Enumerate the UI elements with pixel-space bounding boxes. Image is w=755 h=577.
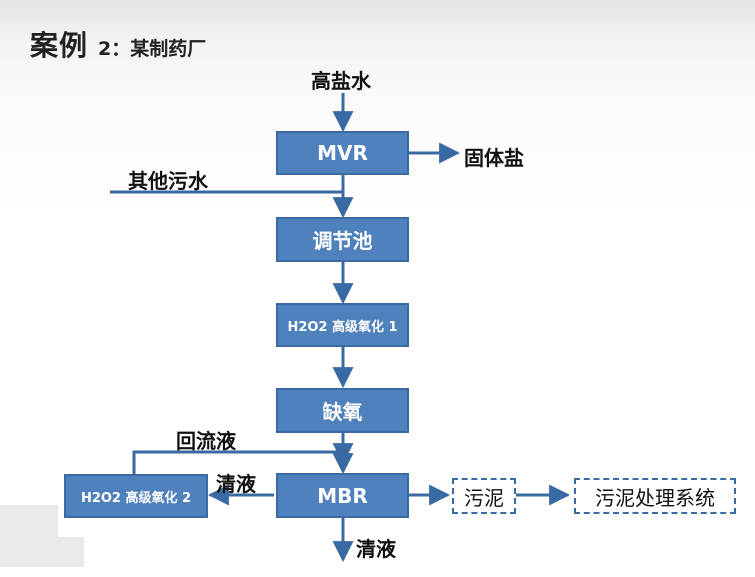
arrow-reflux-loop [132, 443, 354, 474]
node-h2o2-oxidation-1: H2O2 高级氧化 1 [276, 303, 409, 347]
node-anoxic: 缺氧 [276, 388, 409, 433]
node-equalization-tank: 调节池 [276, 217, 409, 262]
label-other-wastewater: 其他污水 [128, 169, 208, 193]
slide-subtitle: 2：某制药厂 [98, 38, 207, 60]
node-mvr: MVR [276, 131, 409, 175]
label-solid-salt: 固体盐 [464, 146, 524, 170]
label-high-salt-water: 高盐水 [311, 69, 371, 93]
node-sludge-treatment: 污泥处理系统 [574, 478, 736, 514]
node-h2o2-oxidation-2: H2O2 高级氧化 2 [64, 474, 208, 518]
node-sludge: 污泥 [452, 478, 516, 514]
node-mbr: MBR [276, 473, 409, 518]
slide-title: 案例 [30, 29, 89, 62]
label-reflux: 回流液 [176, 429, 236, 453]
decor-block-bottom [0, 537, 84, 567]
label-clear-liquid-bottom: 清液 [356, 537, 396, 561]
label-clear-liquid-left: 清液 [216, 472, 256, 496]
decor-block-top [0, 505, 58, 537]
